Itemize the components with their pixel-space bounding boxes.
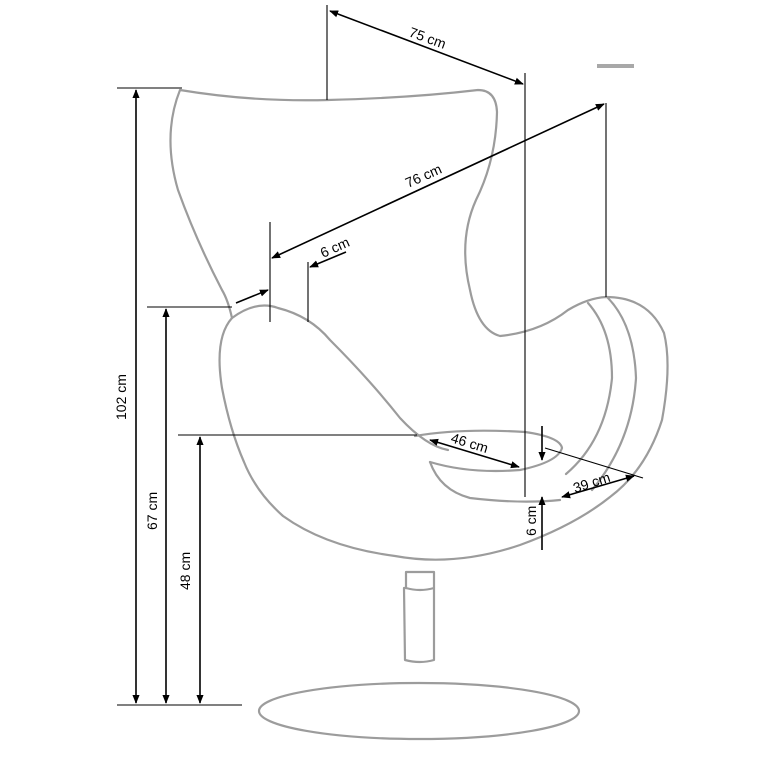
label-total-height: 102 cm xyxy=(113,374,129,420)
label-seat-thickness: 6 cm xyxy=(523,506,539,536)
dim-line-seat-depth xyxy=(561,474,635,499)
dim-line-top-depth xyxy=(329,10,524,85)
dim-line-width xyxy=(271,103,605,259)
dim-line-arm-thickness-left xyxy=(235,289,269,304)
dimension-lines xyxy=(117,5,644,706)
chair-base xyxy=(257,681,581,741)
chair-right-arm-line-2 xyxy=(590,296,638,492)
label-seat-height: 48 cm xyxy=(177,552,193,590)
chair-left-arm-face xyxy=(230,304,450,452)
label-arm-height: 67 cm xyxy=(144,492,160,530)
chair-stem-collar xyxy=(404,570,436,592)
label-width: 76 cm xyxy=(403,161,444,191)
dim-line-seat-width xyxy=(429,438,520,469)
chair-seat-lip xyxy=(428,460,562,503)
chair-seat-opening xyxy=(413,429,564,473)
chair-illustration xyxy=(169,88,669,741)
chair-stem xyxy=(402,586,436,664)
chair-right-arm-line-1 xyxy=(564,301,614,476)
label-seat-depth: 39 cm xyxy=(571,469,612,496)
dim-line-arm-thickness-right xyxy=(309,251,347,268)
